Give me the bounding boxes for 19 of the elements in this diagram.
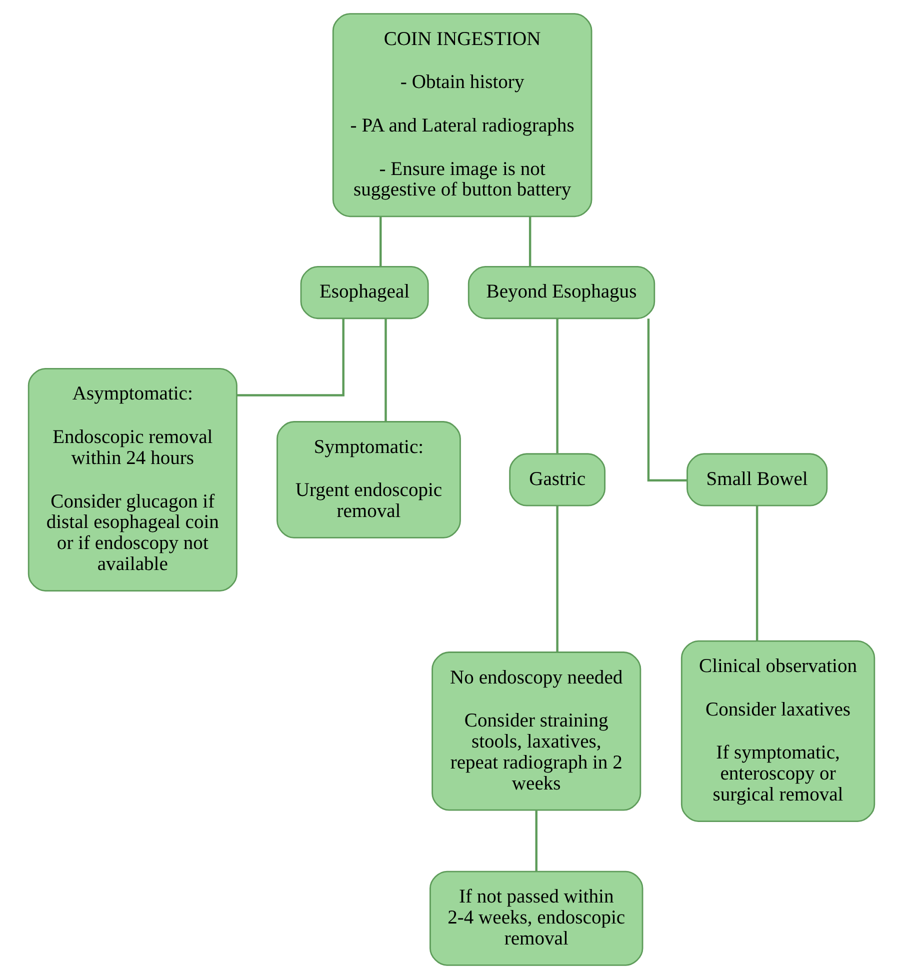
node-box: If not passed within 2-4 weeks, endoscopic removal — [429, 870, 643, 966]
connector — [534, 810, 537, 872]
node-box: Symptomatic: Urgent endoscopic removal — [276, 421, 460, 538]
node-box: Gastric — [508, 453, 605, 506]
node-box: Esophageal — [300, 266, 428, 320]
node-box: COIN INGESTION - Obtain history - PA and Lateral radiographs - Ensure image is not suggestive of button battery — [332, 13, 592, 218]
connector — [556, 318, 558, 454]
node-box: Beyond Esophagus — [467, 266, 655, 320]
connector — [378, 216, 382, 266]
connector — [236, 318, 344, 396]
node-box: No endoscopy needed Consider straining stools, laxatives, repeat radiograph in 2 weeks — [431, 652, 641, 811]
connector — [646, 318, 687, 482]
connector — [556, 506, 558, 652]
connector — [384, 318, 386, 422]
node-box: Asymptomatic: Endoscopic removal within 24 hours Consider glucagon if distal esophageal coin or if endoscopy not available — [27, 368, 237, 592]
node-box: Clinical observation Consider laxatives If symptomatic, enteroscopy or surgical removal — [680, 640, 875, 822]
node-box: Small Bowel — [686, 453, 828, 506]
connector — [528, 216, 531, 266]
connector — [755, 506, 758, 641]
